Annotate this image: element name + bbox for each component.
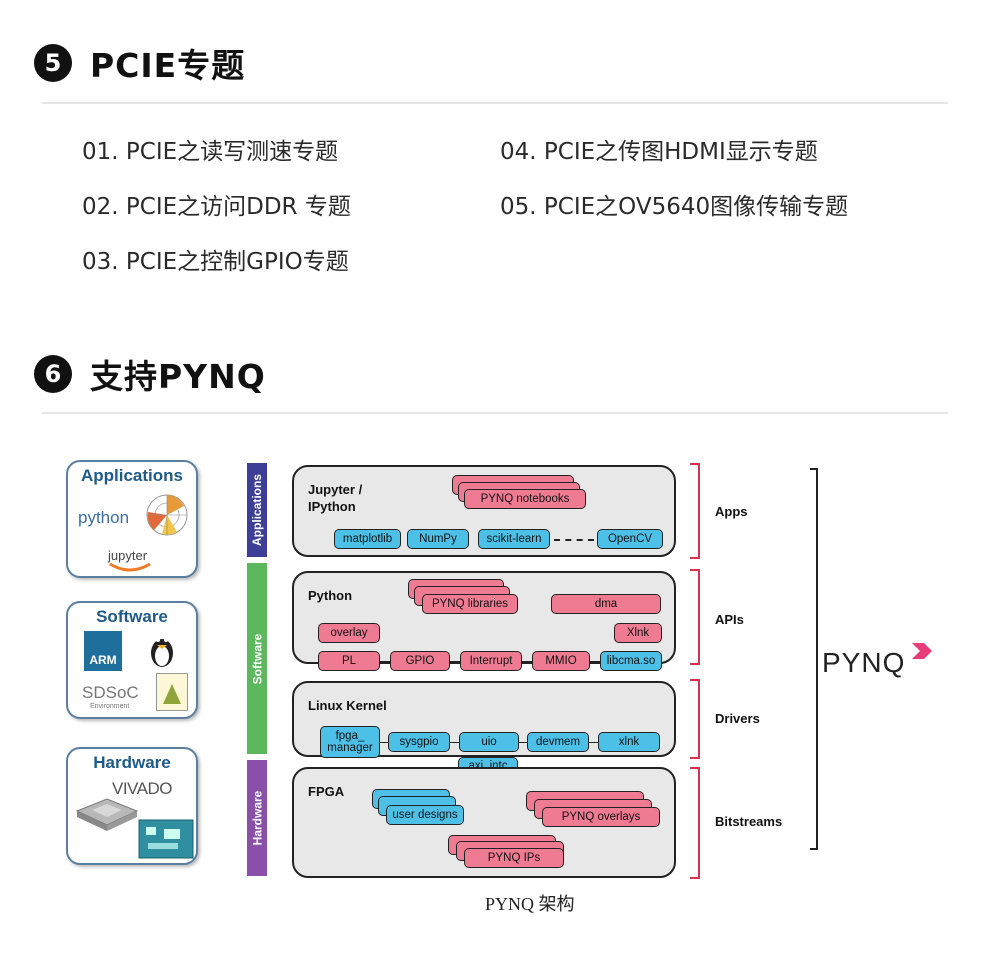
scikit-learn-block: scikit-learn xyxy=(478,529,550,549)
linux-kernel-layer: Linux Kernel fpga_ manager sysgpio uio d… xyxy=(292,681,676,758)
python-logo: python xyxy=(78,508,130,527)
pynq-architecture-diagram: Applications python jupyter Software ARM… xyxy=(60,455,940,915)
sdsoc-logo: SDSoC xyxy=(82,683,139,702)
pynq-notebooks-block: PYNQ notebooks xyxy=(464,489,586,509)
divider xyxy=(42,102,948,104)
card-title: Applications xyxy=(80,466,183,485)
section-title: 支持PYNQ xyxy=(90,357,266,396)
pl-block: PL xyxy=(318,651,380,671)
applications-side-label: Applications xyxy=(247,463,267,557)
pynq-brace xyxy=(810,468,818,850)
opencv-block: OpenCV xyxy=(597,529,663,549)
jupyter-arc-icon xyxy=(109,562,151,572)
vivado-hls-icon xyxy=(156,673,188,711)
topic-link[interactable]: 03. PCIE之控制GPIO专题 xyxy=(82,249,349,275)
jupyter-layer: Jupyter / IPython PYNQ notebooks matplot… xyxy=(292,465,676,557)
xlnk-block: Xlnk xyxy=(614,623,662,643)
pynq-libraries-block: PYNQ libraries xyxy=(422,594,518,614)
bitstreams-label: Bitstreams xyxy=(715,814,783,829)
divider xyxy=(42,412,948,414)
dma-block: dma xyxy=(551,594,661,614)
hardware-side-label: Hardware xyxy=(247,760,267,876)
mmio-block: MMIO xyxy=(532,651,590,671)
hardware-card: Hardware VIVADO xyxy=(66,747,198,865)
xlnk-driver-block: xlnk xyxy=(598,732,660,752)
gpio-block: GPIO xyxy=(390,651,450,671)
matplotlib-block: matplotlib xyxy=(334,529,401,549)
layer-title: Python xyxy=(308,588,353,603)
python-layer: Python PYNQ libraries dma overlay Xlnk P… xyxy=(292,571,676,671)
jupyter-logo: jupyter xyxy=(108,548,148,563)
numpy-block: NumPy xyxy=(407,529,469,549)
fpga-chip-icon xyxy=(75,798,139,831)
vivado-logo: VIVADO xyxy=(112,779,172,798)
topic-link[interactable]: 05. PCIE之OV5640图像传输专题 xyxy=(500,194,849,220)
fpga-layer: FPGA user designs PYNQ overlays PYNQ IPs xyxy=(292,767,676,878)
circuit-board-icon xyxy=(138,819,194,859)
polar-chart-icon xyxy=(146,494,188,536)
bitstreams-brace xyxy=(690,767,700,879)
drivers-brace xyxy=(690,679,700,759)
apps-brace xyxy=(690,463,700,559)
linux-tux-icon xyxy=(151,638,173,667)
applications-card: Applications python jupyter xyxy=(66,460,198,578)
section-number-badge: 6 xyxy=(34,355,72,393)
sysgpio-block: sysgpio xyxy=(388,732,450,752)
sdsoc-env-label: Environment xyxy=(90,703,130,710)
software-side-label: Software xyxy=(247,563,267,754)
overlay-block: overlay xyxy=(318,623,380,643)
layer-title: Jupyter / IPython xyxy=(308,482,363,514)
topic-link[interactable]: 02. PCIE之访问DDR 专题 xyxy=(82,194,351,220)
apis-brace xyxy=(690,569,700,665)
card-title: Software xyxy=(96,607,168,626)
section-title: PCIE专题 xyxy=(90,46,246,85)
uio-block: uio xyxy=(459,732,519,752)
drivers-label: Drivers xyxy=(715,711,760,726)
pynq-chevron-icon xyxy=(912,643,932,659)
pynq-ips-block: PYNQ IPs xyxy=(464,848,564,868)
card-title: Hardware xyxy=(93,753,171,772)
topic-link[interactable]: 04. PCIE之传图HDMI显示专题 xyxy=(500,139,818,165)
layer-title: Linux Kernel xyxy=(308,698,387,713)
diagram-caption: PYNQ 架构 xyxy=(485,894,575,914)
pynq-logo: PYNQ xyxy=(822,647,906,678)
layer-title: FPGA xyxy=(308,784,345,799)
apps-label: Apps xyxy=(715,504,748,519)
section-number-badge: 5 xyxy=(34,44,72,82)
topic-link[interactable]: 01. PCIE之读写测速专题 xyxy=(82,139,339,165)
pynq-overlays-block: PYNQ overlays xyxy=(542,807,660,827)
fpga-manager-block: fpga_ manager xyxy=(320,726,380,758)
ellipsis-connector xyxy=(554,539,594,541)
arm-logo: ARM xyxy=(84,631,122,671)
apis-label: APIs xyxy=(715,612,744,627)
section-5-header: 5 PCIE专题 xyxy=(34,39,245,87)
libcma-block: libcma.so xyxy=(600,651,662,671)
software-card: Software ARM SDSoC Environment xyxy=(66,601,198,719)
user-designs-block: user designs xyxy=(386,805,464,825)
devmem-block: devmem xyxy=(527,732,589,752)
section-6-header: 6 支持PYNQ xyxy=(34,350,266,398)
interrupt-block: Interrupt xyxy=(460,651,522,671)
